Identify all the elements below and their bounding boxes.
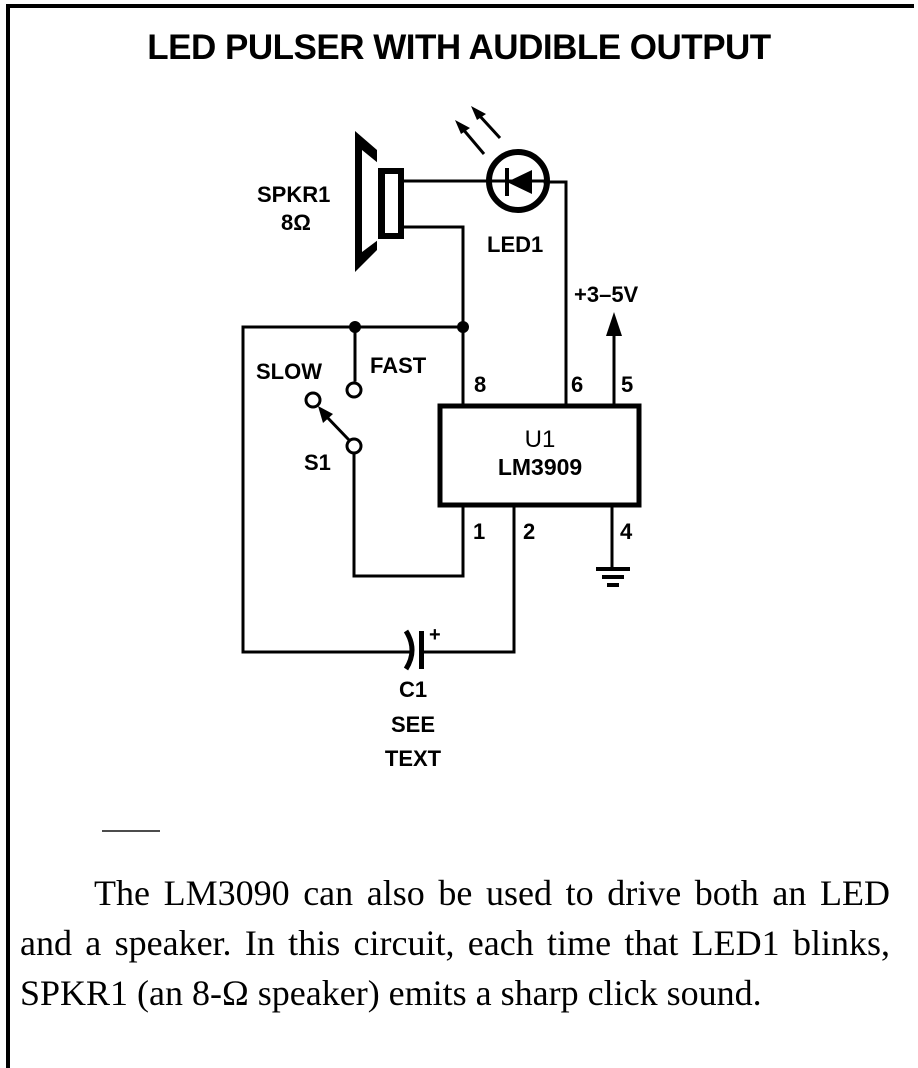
pin-4-label: 4 bbox=[620, 519, 633, 544]
pin-2-label: 2 bbox=[523, 519, 535, 544]
diagram-title: LED PULSER WITH AUDIBLE OUTPUT bbox=[147, 28, 771, 67]
pin-6-label: 6 bbox=[571, 372, 583, 397]
wire-led-to-pin6 bbox=[543, 180, 568, 406]
supply-label: +3–5V bbox=[574, 282, 639, 307]
ic-ref-label: U1 bbox=[525, 426, 556, 453]
pin-8-label: 8 bbox=[474, 372, 486, 397]
wire-pin2-to-cap bbox=[423, 505, 516, 654]
ic-part-label: LM3909 bbox=[498, 454, 582, 480]
wire-spkr-to-pin8 bbox=[402, 225, 465, 329]
schematic: SPKR1 8Ω LED1 +3–5V SLOW FAST S1 8 6 5 U… bbox=[241, 106, 642, 771]
switch-contact-slow bbox=[304, 391, 322, 409]
speaker-value-label: 8Ω bbox=[281, 210, 311, 235]
switch-fast-label: FAST bbox=[370, 353, 427, 378]
page-border-left bbox=[6, 4, 10, 1068]
capacitor-note-line2: TEXT bbox=[385, 746, 442, 771]
switch-arrow-icon bbox=[318, 406, 333, 423]
capacitor-icon bbox=[403, 629, 424, 671]
body-paragraph: The LM3090 can also be used to drive bot… bbox=[20, 868, 890, 1018]
capacitor-note-line1: SEE bbox=[391, 712, 435, 737]
wire-switch-to-pin1 bbox=[352, 451, 465, 578]
pin-1-label: 1 bbox=[473, 519, 485, 544]
speaker-ref-label: SPKR1 bbox=[257, 182, 330, 207]
supply-arrow-icon bbox=[606, 312, 622, 336]
led-ref-label: LED1 bbox=[487, 232, 543, 257]
switch-common bbox=[345, 437, 363, 455]
switch-slow-label: SLOW bbox=[256, 359, 322, 384]
ic-body bbox=[437, 403, 642, 508]
wire-cap-to-left bbox=[241, 325, 414, 654]
page-border-top bbox=[6, 4, 914, 8]
speaker-icon bbox=[355, 131, 404, 272]
switch-ref-label: S1 bbox=[304, 450, 331, 475]
pin-5-label: 5 bbox=[621, 372, 633, 397]
capacitor-ref-label: C1 bbox=[399, 677, 427, 702]
capacitor-polarity-label: + bbox=[429, 624, 441, 646]
ground-icon bbox=[596, 567, 630, 587]
led-icon bbox=[486, 149, 550, 213]
switch-contact-fast bbox=[345, 381, 363, 399]
light-emission-icon bbox=[455, 106, 502, 155]
separator-mark bbox=[102, 830, 160, 832]
body-text: The LM3090 can also be used to drive bot… bbox=[20, 873, 890, 1013]
switch-lever bbox=[323, 413, 351, 442]
